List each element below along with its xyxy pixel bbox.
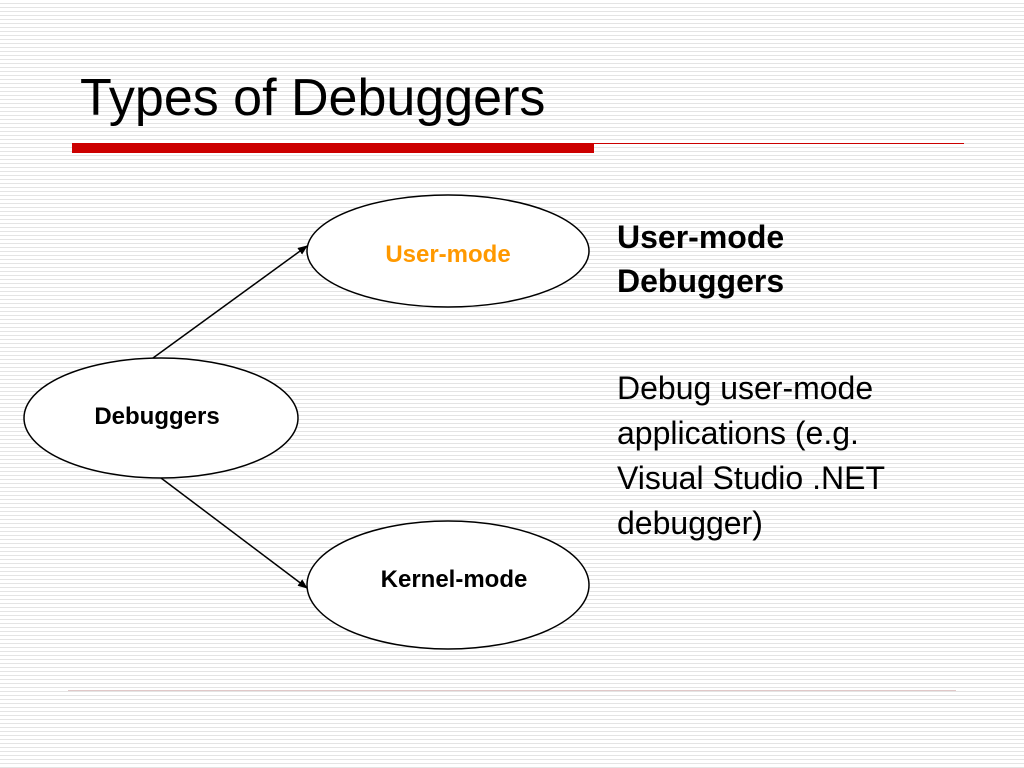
slide-title: Types of Debuggers — [80, 69, 546, 127]
side-heading-line-1: User-mode — [617, 219, 785, 255]
title-underline-thick — [72, 143, 594, 153]
node-kernel-mode-label: Kernel-mode — [381, 566, 528, 593]
node-debuggers: Debuggers — [23, 357, 299, 479]
node-user-mode-shape — [306, 194, 590, 308]
side-description-line-1: Debug user-mode — [617, 370, 874, 406]
edge-root-to-kernel-mode — [160, 477, 308, 589]
node-user-mode: User-mode — [306, 194, 590, 308]
node-user-mode-label: User-mode — [385, 241, 510, 268]
node-kernel-mode-shape — [306, 520, 590, 650]
side-heading: User-mode Debuggers — [617, 215, 977, 303]
side-description: Debug user-mode applications (e.g. Visua… — [617, 366, 977, 546]
edge-root-to-user-mode — [152, 245, 308, 359]
title-underline-thin — [594, 143, 964, 144]
side-description-line-4: debugger) — [617, 505, 763, 541]
footer-divider — [68, 690, 956, 691]
node-debuggers-shape — [23, 357, 299, 479]
side-description-line-3: Visual Studio .NET — [617, 460, 885, 496]
side-description-line-2: applications (e.g. — [617, 415, 859, 451]
side-heading-line-2: Debuggers — [617, 263, 785, 299]
node-kernel-mode: Kernel-mode — [306, 520, 590, 650]
node-debuggers-label: Debuggers — [94, 403, 219, 430]
